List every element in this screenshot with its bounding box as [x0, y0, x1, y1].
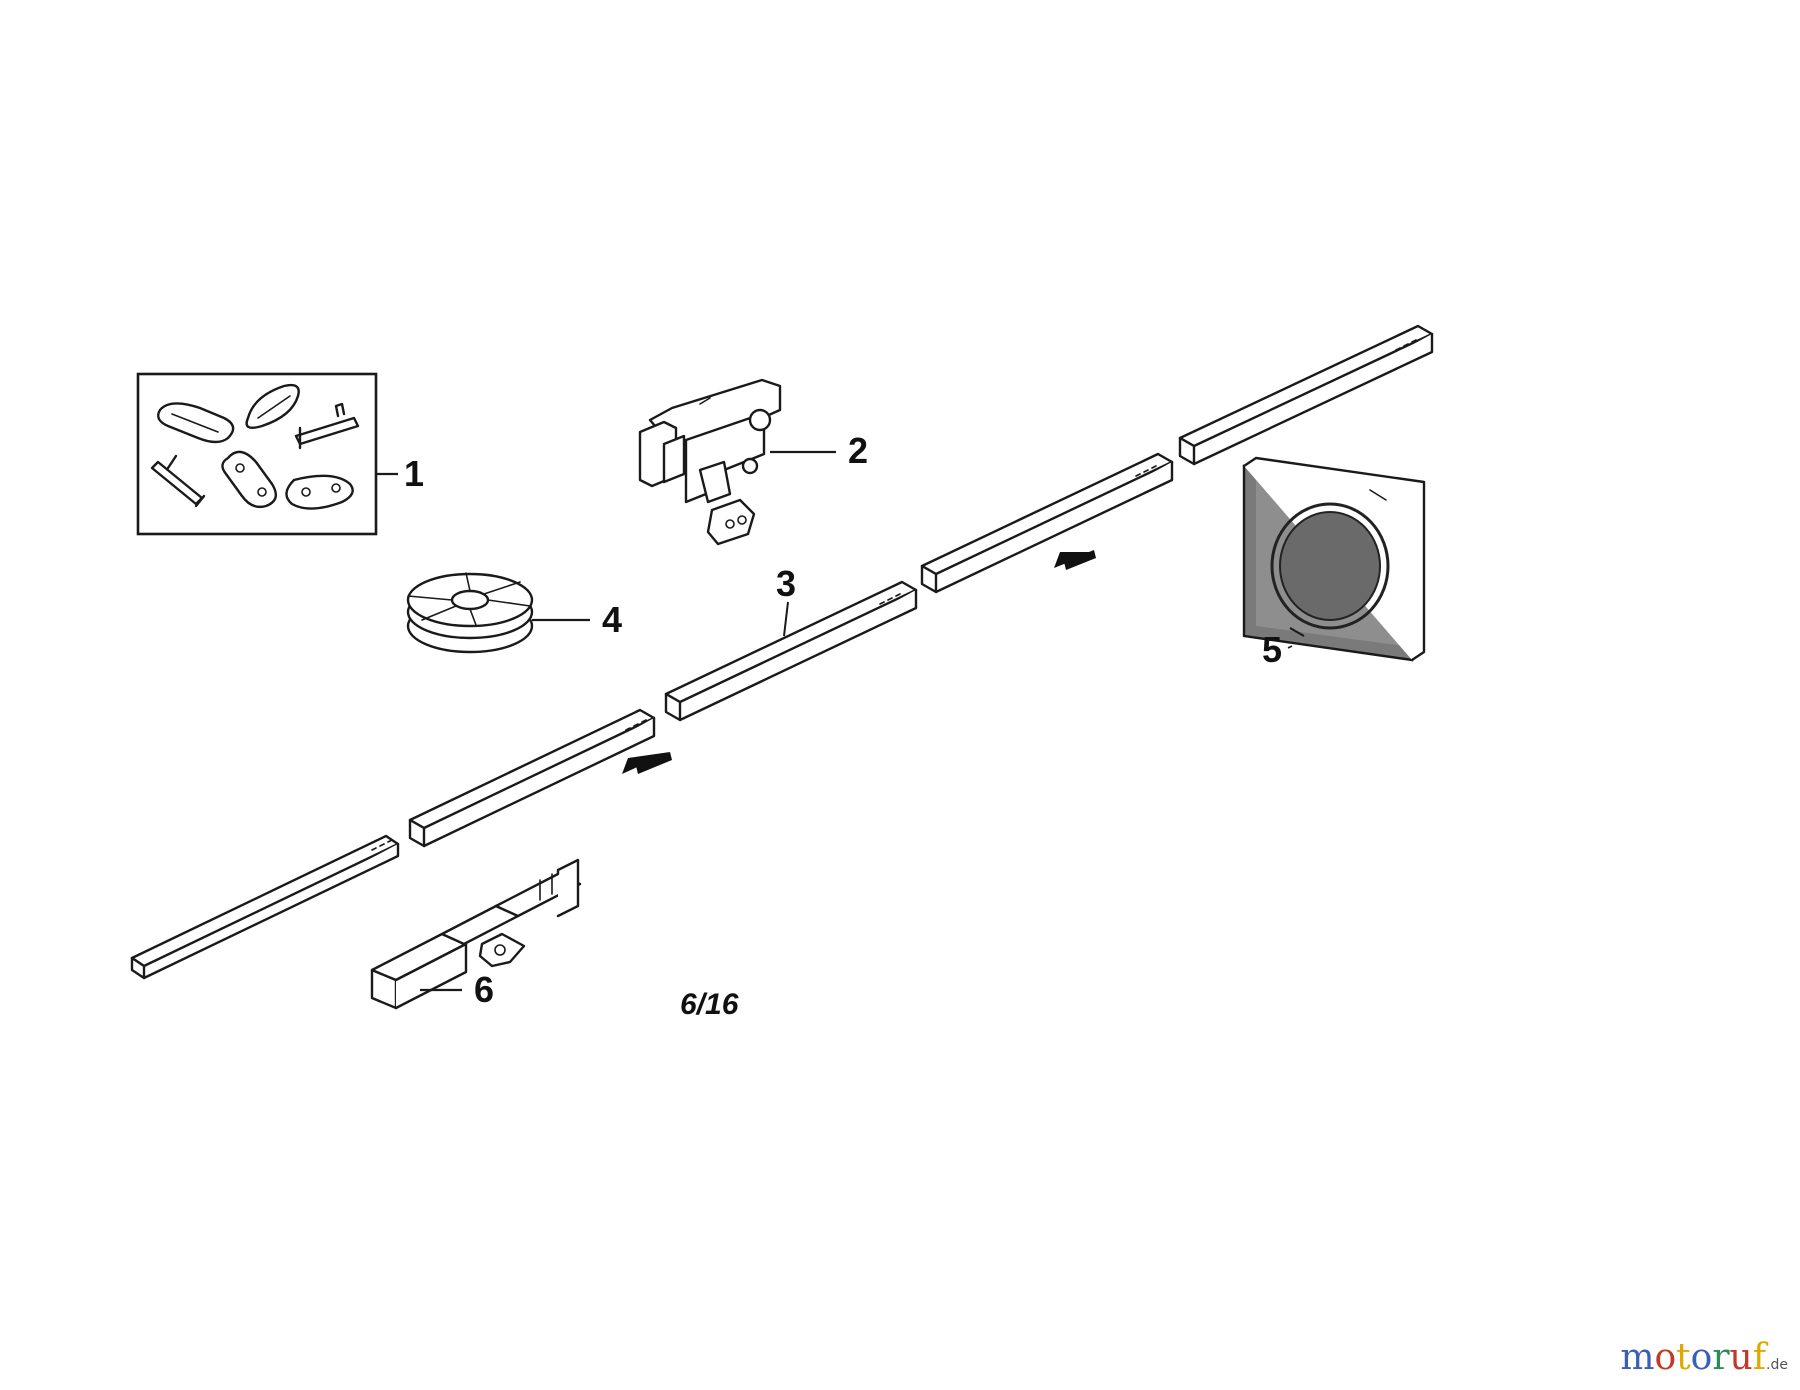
side-plate-icon	[221, 450, 278, 509]
rail-section	[1178, 324, 1434, 466]
link-pin-icon	[150, 454, 206, 508]
part-2-trolley: 2	[638, 378, 868, 546]
callout-4: 4	[602, 599, 622, 640]
part-3-rail: 3	[130, 324, 1434, 980]
arrow-left-icon	[1054, 550, 1096, 570]
rail-section	[130, 834, 400, 980]
master-link-icon	[157, 402, 235, 444]
callout-2: 2	[848, 430, 868, 471]
brand-letter: t	[1676, 1337, 1691, 1378]
brand-tld: .de	[1766, 1357, 1788, 1373]
part-5-chain-box: 5	[1242, 456, 1426, 670]
part-1-chain-link-kit: 1	[136, 372, 424, 536]
brand-letter: o	[1690, 1337, 1713, 1378]
rail-section	[664, 580, 918, 722]
brand-watermark: motoruf.de	[1620, 1337, 1788, 1378]
brand-letter: f	[1752, 1337, 1767, 1378]
callout-3: 3	[776, 563, 796, 604]
brand-letter: o	[1654, 1337, 1677, 1378]
rail-section	[920, 452, 1174, 594]
side-plate-icon	[285, 474, 354, 510]
brand-letter: r	[1712, 1337, 1730, 1378]
part-4-pulley: 4	[406, 572, 622, 654]
master-link-icon	[245, 383, 300, 429]
arrow-left-icon	[622, 752, 672, 774]
brand-letter: u	[1729, 1337, 1753, 1378]
callout-6: 6	[474, 969, 494, 1010]
callout-5: 5	[1262, 629, 1282, 670]
callout-1: 1	[404, 453, 424, 494]
part-6-bracket: 6	[370, 858, 582, 1010]
link-pin-icon	[294, 402, 360, 450]
drawing-code: 6/16	[680, 988, 739, 1021]
rail-section	[408, 708, 656, 848]
brand-letter: m	[1620, 1337, 1655, 1378]
